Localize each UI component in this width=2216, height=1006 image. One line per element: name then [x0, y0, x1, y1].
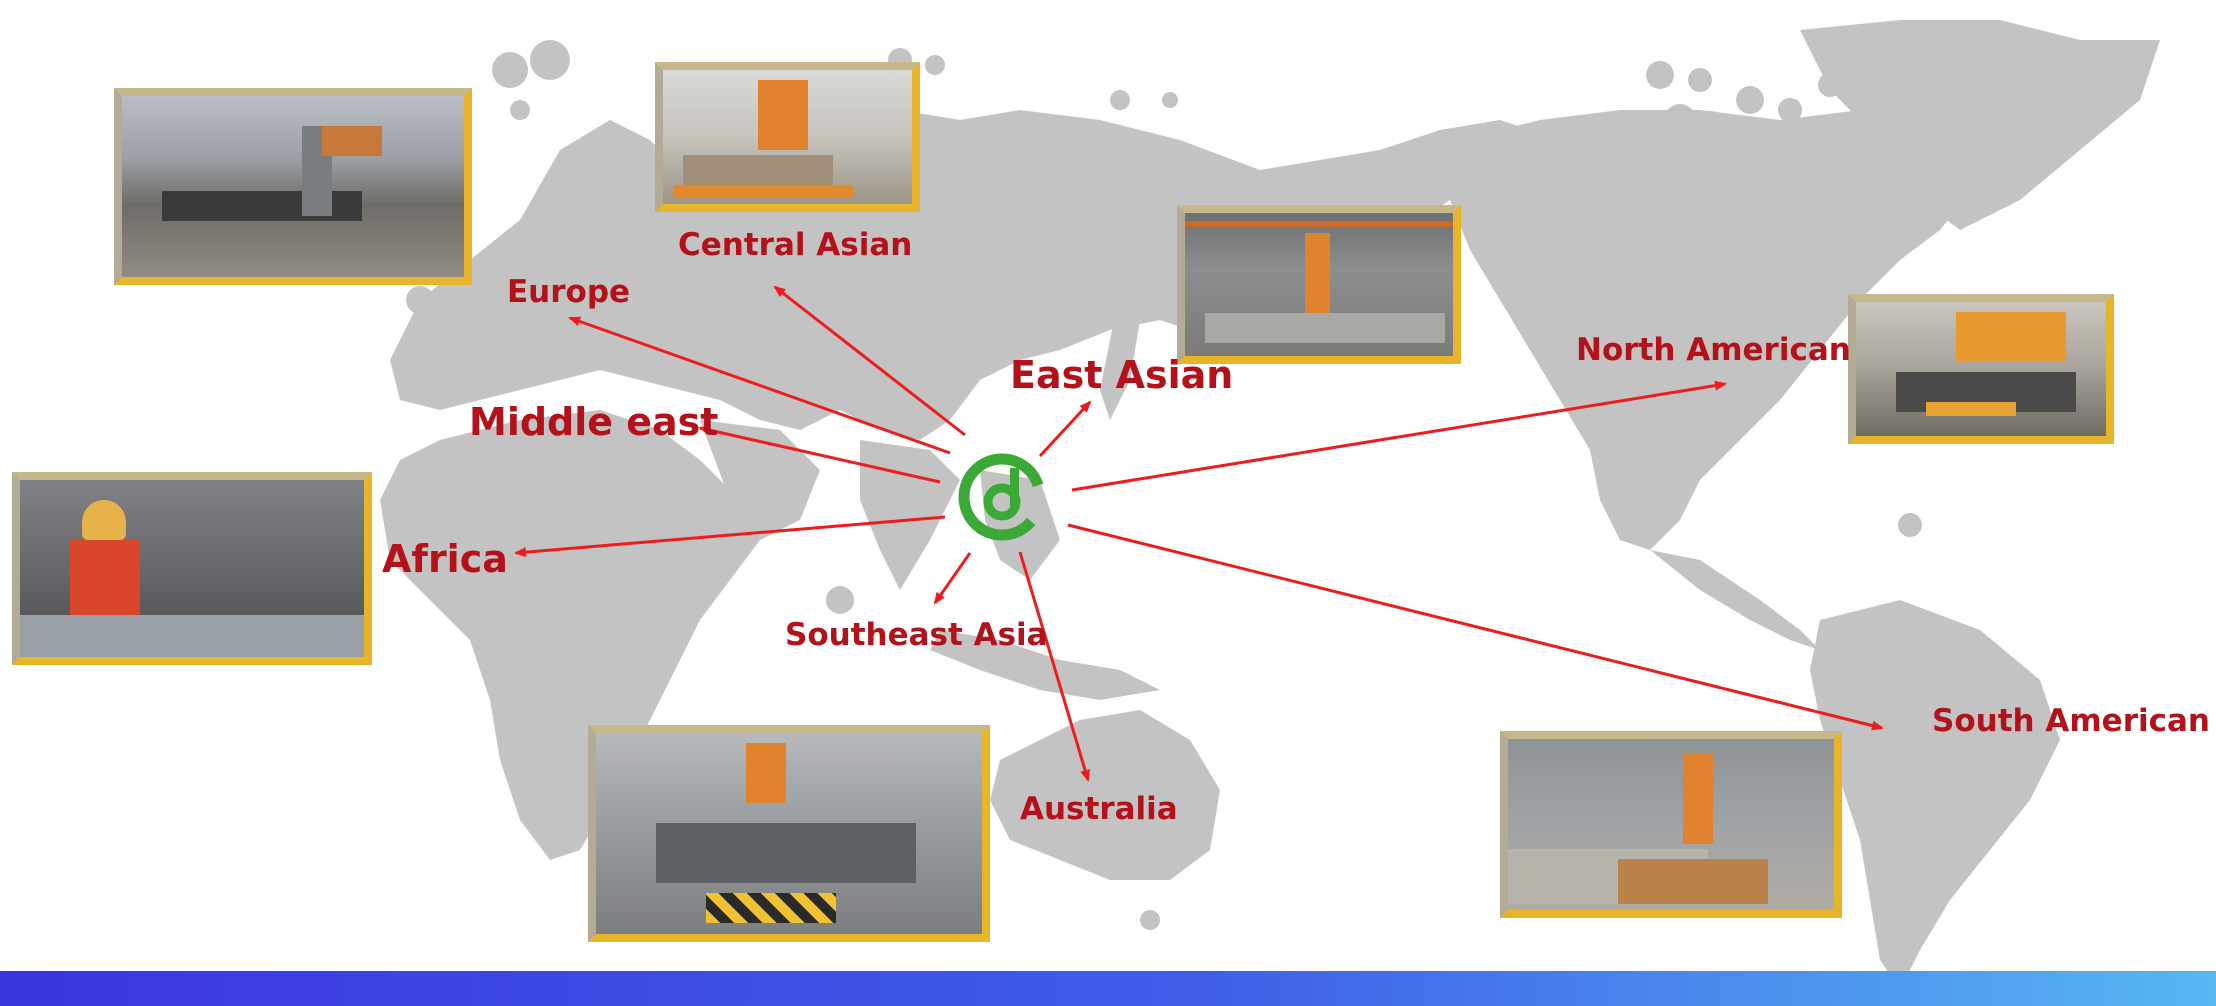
photo-south-american-plant [1500, 731, 1842, 918]
greenland-landmass [1800, 20, 2160, 230]
label-south-american: South American [1932, 703, 2210, 739]
label-east-asian: East Asian [1010, 353, 1234, 397]
photo-central-asian-factory [655, 62, 920, 212]
label-central-asian: Central Asian [678, 227, 913, 263]
arrow-middle-east [698, 425, 941, 484]
arrow-southeast-asia [933, 552, 972, 605]
photo-east-asian-workshop [1177, 205, 1461, 364]
arrow-australia [1018, 551, 1090, 782]
photo-southeast-asia-workshop [588, 725, 990, 942]
africa-landmass [380, 410, 760, 860]
photo-europe-quarry [114, 88, 472, 285]
india-landmass [860, 440, 960, 590]
arrow-north-american [1071, 380, 1727, 492]
label-europe: Europe [507, 274, 631, 310]
australia-landmass [990, 710, 1220, 880]
photo-north-american-plant [1848, 294, 2114, 444]
label-middle-east: Middle east [469, 400, 719, 444]
arrow-east-asian [1038, 400, 1092, 458]
north-america-landmass [1450, 100, 2000, 550]
arabia-landmass [700, 420, 820, 540]
arrow-africa [514, 515, 946, 558]
label-australia: Australia [1020, 791, 1178, 827]
connection-arrows [514, 285, 1884, 782]
label-africa: Africa [382, 537, 508, 581]
arrow-central-asian [773, 285, 966, 437]
footer-gradient-bar [0, 971, 2216, 1006]
photo-africa-worker [12, 472, 372, 665]
label-north-american: North American [1576, 332, 1851, 368]
indonesia-landmass [930, 630, 1160, 700]
company-logo-icon [958, 453, 1046, 541]
arrow-europe [568, 316, 951, 455]
south-america-landmass [1810, 600, 2060, 990]
arrow-south-american [1067, 523, 1884, 731]
label-southeast-asia: Southeast Asia [785, 617, 1048, 653]
japan-landmass [1100, 290, 1140, 420]
central-america-landmass [1650, 550, 1820, 650]
